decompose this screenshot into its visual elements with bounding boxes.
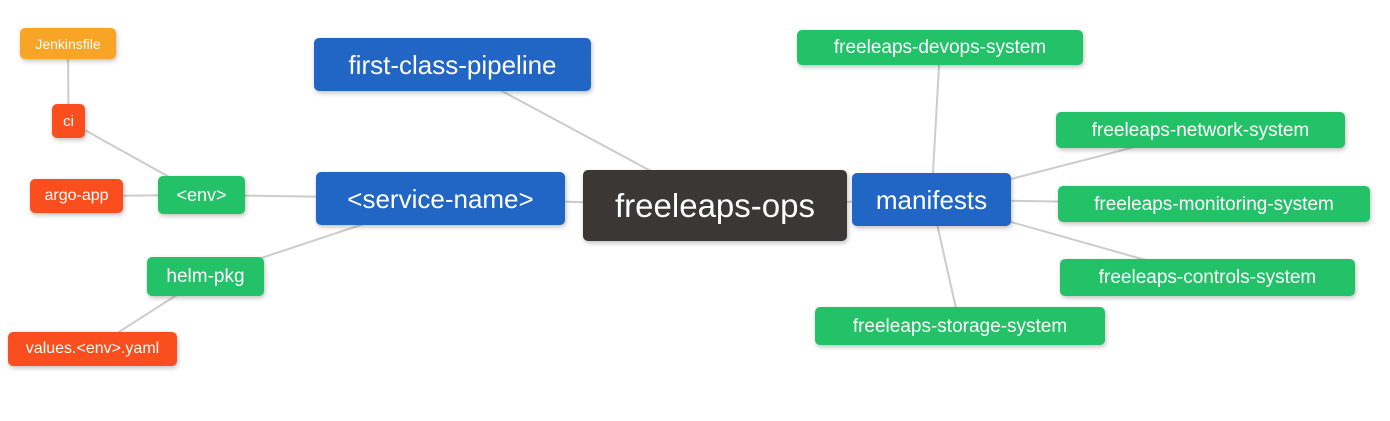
node-env[interactable]: <env>: [158, 176, 245, 214]
node-helm-pkg[interactable]: helm-pkg: [147, 257, 264, 296]
node-freeleaps-ops[interactable]: freeleaps-ops: [583, 170, 847, 241]
node-manifests[interactable]: manifests: [852, 173, 1011, 226]
node-freeleaps-storage-system[interactable]: freeleaps-storage-system: [815, 307, 1105, 345]
node-argo-app[interactable]: argo-app: [30, 179, 123, 213]
node-freeleaps-devops-system[interactable]: freeleaps-devops-system: [797, 30, 1083, 65]
node-service-name[interactable]: <service-name>: [316, 172, 565, 225]
node-freeleaps-monitoring-system[interactable]: freeleaps-monitoring-system: [1058, 186, 1370, 222]
node-values-env-yaml[interactable]: values.<env>.yaml: [8, 332, 177, 366]
node-jenkinsfile[interactable]: Jenkinsfile: [20, 28, 116, 59]
node-freeleaps-network-system[interactable]: freeleaps-network-system: [1056, 112, 1345, 148]
node-freeleaps-controls-system[interactable]: freeleaps-controls-system: [1060, 259, 1355, 296]
node-first-class-pipeline[interactable]: first-class-pipeline: [314, 38, 591, 91]
node-ci[interactable]: ci: [52, 104, 85, 138]
